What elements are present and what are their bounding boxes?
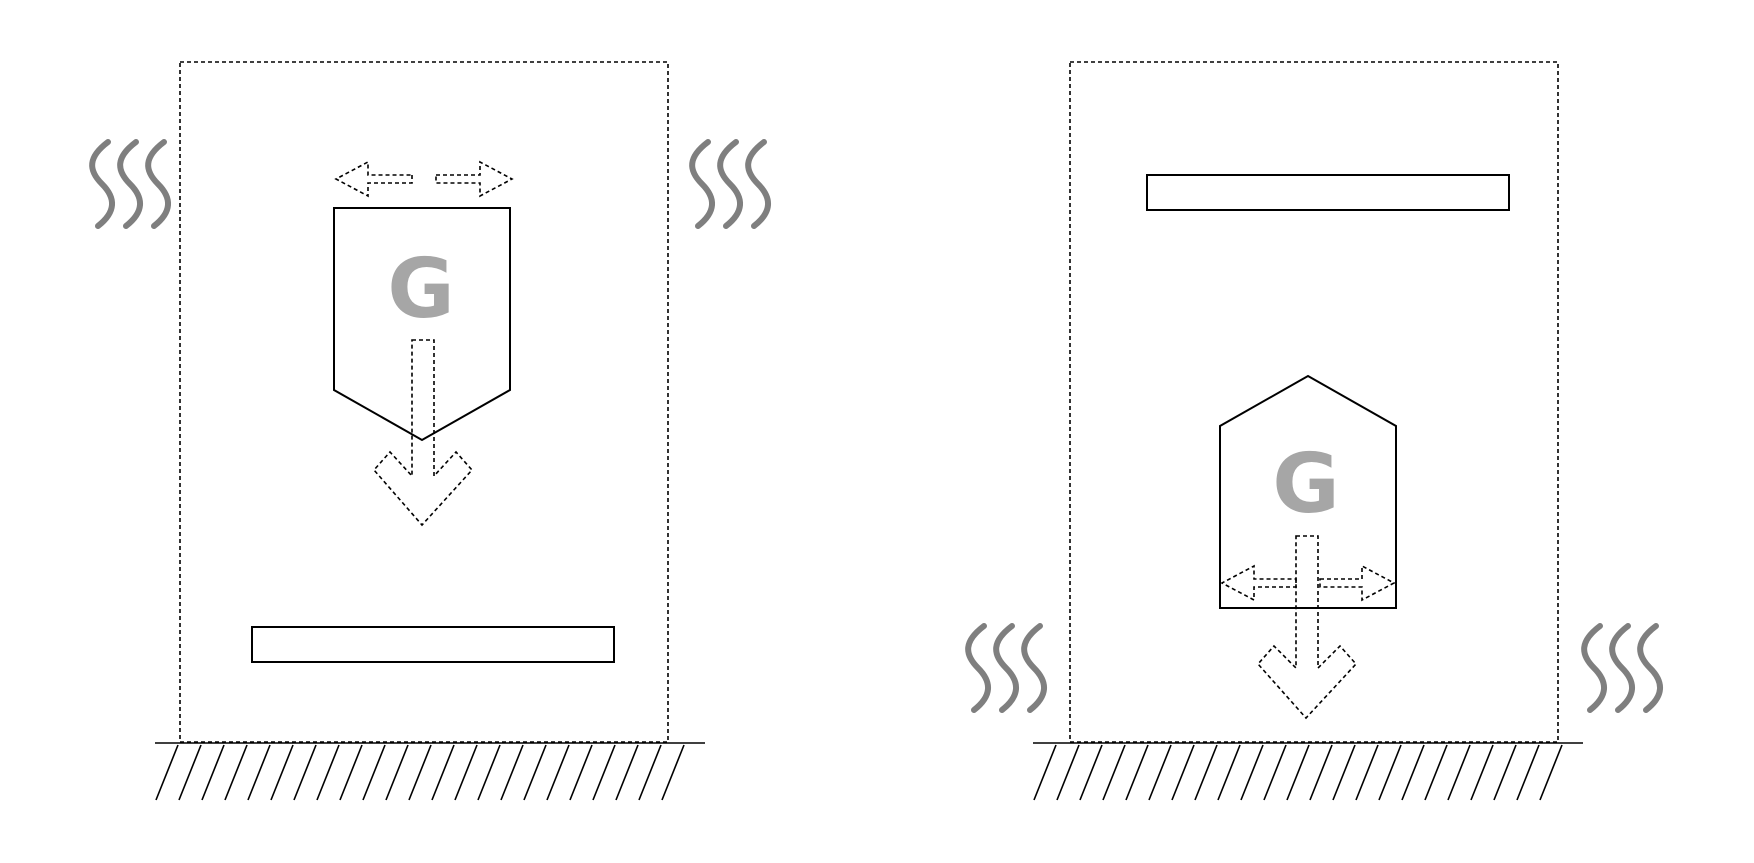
right-heat-wave-icon [692,142,768,226]
right-ground-hatch-icon [1033,742,1583,801]
left-body-pointing-down [333,207,511,442]
right-down-arrow-icon [1256,535,1358,720]
right-plate [1146,174,1510,211]
right-gravity-label: G [1272,437,1339,532]
left-panel: G [92,61,768,801]
left-gravity-label: G [387,242,454,337]
right-body-pointing-up [1219,374,1397,609]
left-double-arrow-icon [334,160,514,198]
right-left-heat-wave-icon [968,626,1044,710]
left-ground-hatch-icon [155,742,705,801]
right-right-heat-wave-icon [1584,626,1660,710]
right-panel: G [968,61,1660,801]
right-double-arrow-icon [1220,564,1396,602]
left-heat-wave-icon [92,142,168,226]
left-down-arrow-icon [372,339,474,527]
left-enclosure [179,61,669,743]
right-enclosure [1069,61,1559,743]
left-plate [251,626,615,663]
